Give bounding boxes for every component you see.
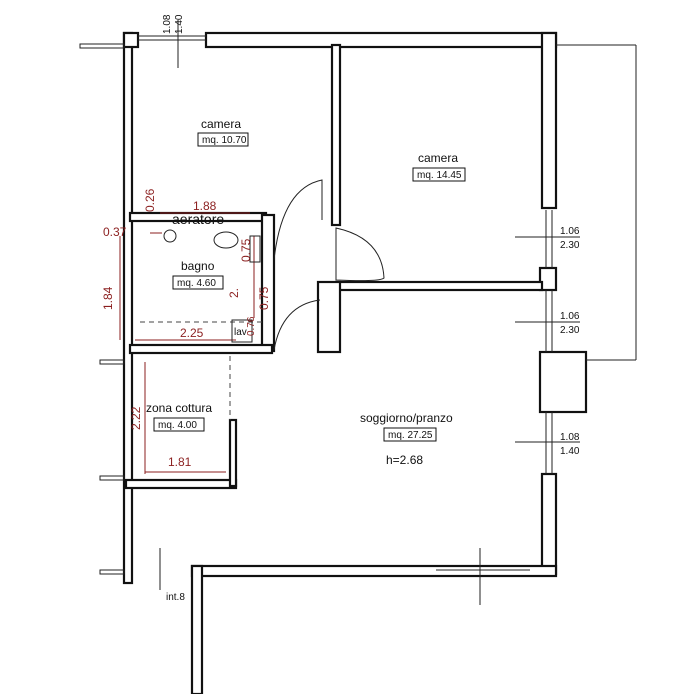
interior-walls bbox=[124, 43, 544, 490]
dim-right-window3-b: 1.40 bbox=[560, 446, 580, 457]
room-camera-small-area: mq. 10.70 bbox=[202, 135, 247, 146]
room-soggiorno-name: soggiorno/pranzo bbox=[360, 411, 453, 425]
dimension-lines bbox=[119, 20, 580, 474]
outer-walls bbox=[79, 31, 588, 694]
bathroom-fixtures bbox=[163, 229, 261, 343]
room-soggiorno-area-box bbox=[383, 427, 437, 442]
dim-bath-misc: 2. bbox=[227, 288, 241, 298]
dim-bath-door-b: 0.75 bbox=[257, 286, 271, 310]
dim-bath-inner-width: 2.25 bbox=[180, 326, 204, 340]
room-zona-cottura-name: zona cottura bbox=[146, 401, 212, 415]
aerator-icon bbox=[163, 229, 177, 243]
dim-right-window1-a: 1.06 bbox=[560, 226, 580, 237]
aeratore-label: aeratore bbox=[172, 211, 224, 227]
dimension-texts: 1.08 1.40 1.06 2.30 1.06 2.30 1.08 1.40 bbox=[162, 14, 580, 457]
room-camera-large-area: mq. 14.45 bbox=[417, 170, 462, 181]
dim-right-window1-b: 2.30 bbox=[560, 240, 580, 251]
dim-bath-height: 1.84 bbox=[101, 286, 115, 310]
room-bagno-name: bagno bbox=[181, 259, 215, 273]
lav-box bbox=[231, 319, 253, 343]
dim-bath-width: 1.88 bbox=[193, 199, 217, 213]
dim-right-window3-a: 1.08 bbox=[560, 432, 580, 443]
room-zona-cottura-area: mq. 4.00 bbox=[158, 420, 197, 431]
dim-kitchen-width: 1.81 bbox=[168, 455, 192, 469]
dim-top-window-a: 1.08 bbox=[162, 14, 173, 34]
radiator-icon bbox=[249, 235, 261, 263]
apartment-number: int.8 bbox=[166, 592, 185, 603]
room-camera-small-area-box bbox=[197, 132, 249, 147]
dim-bath-top-offset: 0.26 bbox=[143, 188, 157, 212]
dim-lav: 0.76 bbox=[246, 316, 257, 336]
room-camera-large-name: camera bbox=[418, 151, 458, 165]
dim-top-window-b: 1.40 bbox=[174, 14, 185, 34]
dim-bath-left-offset: 0.37 bbox=[103, 225, 127, 239]
room-bagno-area: mq. 4.60 bbox=[177, 278, 216, 289]
red-dimension-texts: 1.88 0.26 0.37 1.84 2.25 0.75 0.75 2. 0.… bbox=[101, 188, 271, 469]
windows bbox=[123, 35, 637, 605]
room-bagno-area-box bbox=[172, 275, 224, 290]
room-labels: camera mq. 10.70 camera mq. 14.45 bagno … bbox=[146, 117, 466, 467]
room-camera-small-name: camera bbox=[201, 117, 241, 131]
doors bbox=[273, 179, 385, 351]
other-labels: aeratore int.8 bbox=[166, 211, 224, 603]
dim-right-window2-b: 2.30 bbox=[560, 325, 580, 336]
dim-kitchen-height: 2.22 bbox=[129, 406, 143, 430]
room-soggiorno-height: h=2.68 bbox=[386, 453, 423, 467]
room-zona-cottura-area-box bbox=[153, 417, 205, 432]
room-soggiorno-area: mq. 27.25 bbox=[388, 430, 433, 441]
sink-icon bbox=[213, 231, 239, 249]
dim-right-window2-a: 1.06 bbox=[560, 311, 580, 322]
room-lav-name: lav bbox=[234, 327, 247, 338]
dim-bath-door-a: 0.75 bbox=[239, 238, 253, 262]
room-camera-large-area-box bbox=[412, 167, 466, 182]
